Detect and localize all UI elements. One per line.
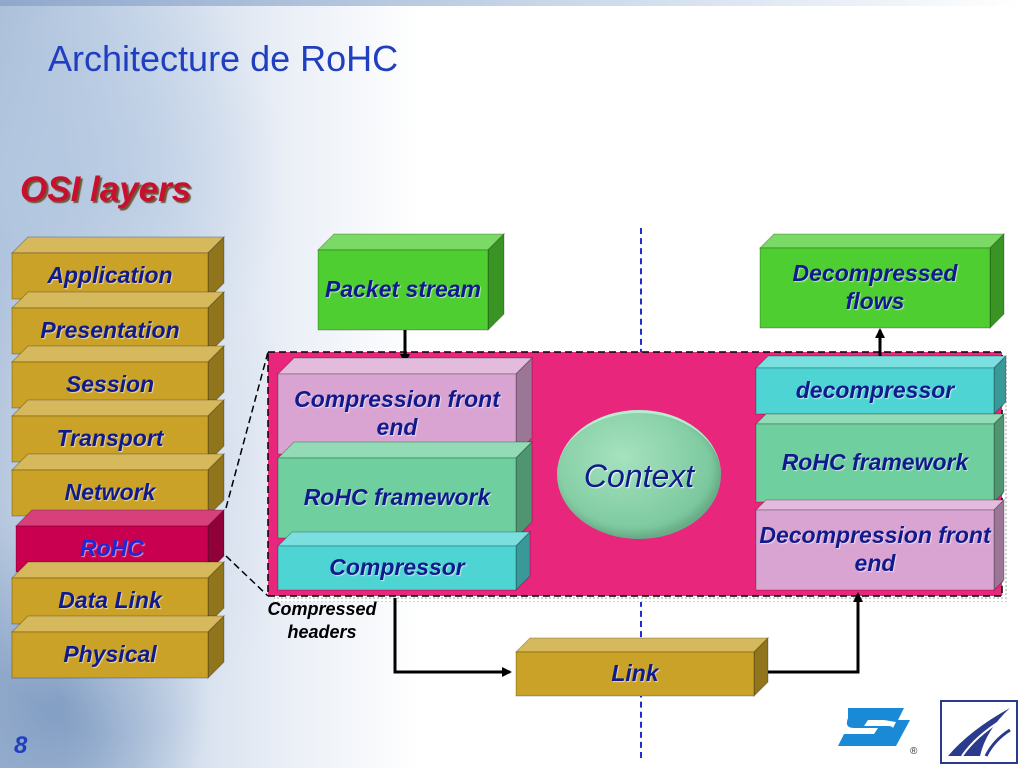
compression-front-end-box: Compression front end (276, 356, 534, 456)
rohc-framework-left-box-label: RoHC framework (303, 484, 491, 511)
context-ellipse: Context (557, 410, 721, 539)
osi-layer-presentation-label: Presentation (40, 317, 180, 344)
osi-layer-rohc: RoHC (14, 508, 226, 574)
osi-layer-application-label: Application (47, 262, 173, 289)
page-number: 8 (14, 732, 28, 759)
packet-stream-box-label: Packet stream (325, 276, 481, 303)
st-logo-icon (838, 708, 910, 746)
zoom-line-bottom (225, 555, 269, 597)
osi-layer-network: Network (10, 452, 226, 518)
decompressor-box: decompressor (754, 354, 1008, 416)
top-rule (0, 0, 1024, 6)
osi-layer-data-link: Data Link (10, 560, 226, 626)
osi-layer-physical: Physical (10, 614, 226, 680)
decompression-front-end-box-label: Decompression front end (759, 522, 991, 576)
zoom-line-top (225, 351, 269, 509)
decompressed-flows-box-label: Decompressed flows (792, 260, 958, 314)
rohc-framework-right-box: RoHC framework (754, 412, 1006, 504)
osi-layer-physical-label: Physical (63, 641, 157, 668)
arrow-link-to-decompression (756, 592, 863, 674)
link-box: Link (514, 636, 770, 698)
arrow-compressor-to-link (393, 598, 512, 677)
osi-layer-rohc-label: RoHC (80, 535, 144, 562)
osi-layer-session-label: Session (65, 371, 155, 398)
osi-layers-heading: OSI layers (20, 170, 192, 209)
osi-layer-network-label: Network (64, 479, 156, 506)
packet-stream-box: Packet stream (316, 232, 506, 332)
osi-layer-application: Application (10, 235, 226, 301)
decompressed-flows-box: Decompressed flows (758, 232, 1006, 330)
bird-emblem-icon (940, 700, 1018, 764)
compressed-headers-label: Compressed headers (267, 599, 377, 643)
rohc-framework-left-box: RoHC framework (276, 440, 534, 540)
osi-layer-transport-label: Transport (56, 425, 164, 452)
slide-title: Architecture de RoHC (48, 38, 399, 79)
osi-layer-data-link-label: Data Link (58, 587, 162, 614)
rohc-framework-right-box-label: RoHC framework (781, 449, 969, 476)
compressor-box-label: Compressor (329, 554, 465, 581)
context-label: Context (583, 457, 695, 494)
compression-front-end-box-label: Compression front end (294, 386, 500, 440)
osi-layer-presentation: Presentation (10, 290, 226, 356)
registered-mark-icon: ® (910, 746, 918, 757)
compressor-box: Compressor (276, 530, 532, 592)
osi-layer-transport: Transport (10, 398, 226, 464)
decompression-front-end-box: Decompression front end (754, 498, 1006, 592)
link-box-label: Link (611, 660, 659, 687)
decompressor-box-label: decompressor (795, 377, 955, 404)
